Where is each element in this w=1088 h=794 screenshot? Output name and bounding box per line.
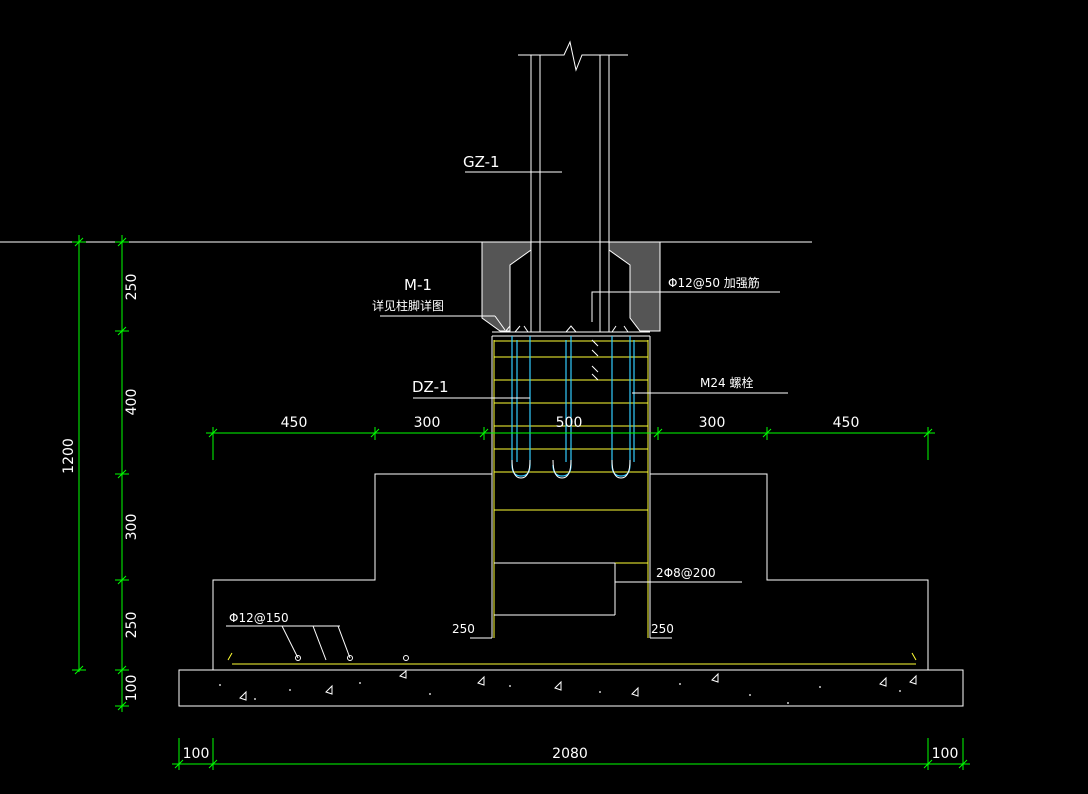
stirrup-label: 2Φ8@200 <box>656 566 716 580</box>
dim-v-4: 250 <box>124 612 140 639</box>
dim-v-2: 400 <box>124 389 140 416</box>
dim-b-2: 2080 <box>552 746 588 762</box>
dim-v-1: 250 <box>124 274 140 301</box>
vertical-dimensions <box>72 235 129 712</box>
bottom-rebar-leader <box>226 625 409 661</box>
blinding-hatch <box>219 682 901 704</box>
steel-column <box>465 40 628 332</box>
stirrup-box <box>494 562 742 616</box>
dz-label: DZ-1 <box>412 378 449 396</box>
right-250-label: 250 <box>651 622 674 636</box>
top-horizontal-dimensions <box>206 427 935 460</box>
stud-leader <box>591 291 780 322</box>
bolt-label: M24 螺栓 <box>700 375 753 390</box>
bottom-rebar-label: Φ12@150 <box>229 611 289 625</box>
blinding-triangles <box>239 669 917 701</box>
dim-h-3: 500 <box>556 415 583 431</box>
dim-v-total: 1200 <box>61 438 77 474</box>
left-250-label: 250 <box>452 622 475 636</box>
bottom-horizontal-dimensions <box>172 738 970 770</box>
stud-label: Φ12@50 加强筋 <box>668 275 760 290</box>
footing-outline <box>212 473 929 671</box>
m1-note: 详见柱脚详图 <box>372 298 444 313</box>
dim-h-1: 450 <box>281 415 308 431</box>
column-encasement <box>481 241 661 337</box>
break-symbol <box>518 40 628 72</box>
gz-label: GZ-1 <box>463 153 500 171</box>
pedestal <box>470 336 672 639</box>
dim-h-5: 450 <box>833 415 860 431</box>
dim-h-4: 300 <box>699 415 726 431</box>
dim-h-2: 300 <box>414 415 441 431</box>
dim-v-3: 300 <box>124 514 140 541</box>
bolt-hooks <box>511 459 631 479</box>
m1-label: M-1 <box>404 276 432 294</box>
dim-v-5: 100 <box>124 675 140 702</box>
dim-b-1: 100 <box>183 746 210 762</box>
dim-b-3: 100 <box>932 746 959 762</box>
blinding-layer <box>178 669 964 707</box>
base-plate-welds <box>504 325 629 381</box>
